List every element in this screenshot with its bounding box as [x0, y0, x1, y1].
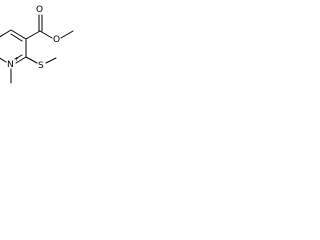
- bond-c2-n1: [15, 56, 27, 64]
- bond-c3-c4-inner: [10, 33, 23, 42]
- carbonyl-oxygen-label: O: [36, 5, 43, 15]
- bond-carbonyl-ester-o: [39, 30, 53, 39]
- molecule-diagram: N + S O O: [0, 5, 74, 84]
- bond-ester-o-methyl: [60, 30, 74, 39]
- methyl-ester-group: O O: [25, 5, 74, 45]
- nitrogen-label: N: [7, 60, 14, 70]
- bond-c4-c5: [0, 29, 12, 38]
- positive-charge: +: [14, 56, 19, 63]
- pyridinium-ring: [0, 29, 27, 64]
- ring-nitrogen: N +: [7, 56, 19, 70]
- sulfur-label: S: [38, 61, 44, 71]
- bond-c2-n1-inner: [14, 54, 23, 60]
- ester-oxygen-label: O: [53, 35, 60, 45]
- thiomethyl-group: S: [25, 56, 57, 71]
- bond-c3-c4: [10, 29, 27, 40]
- bond-s-methyl: [45, 57, 57, 64]
- bond-c3-carbonyl: [25, 30, 41, 40]
- bond-c2-s: [25, 56, 38, 64]
- bond-n1-c6: [0, 57, 7, 63]
